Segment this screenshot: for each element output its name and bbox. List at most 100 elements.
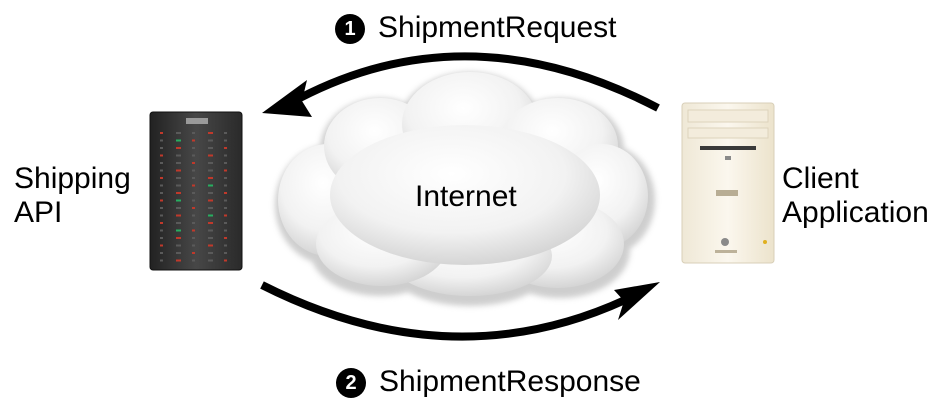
server-led xyxy=(208,184,213,187)
server-led xyxy=(192,237,195,239)
server-led xyxy=(176,169,181,172)
server-led xyxy=(192,147,195,149)
server-led xyxy=(160,214,163,217)
server-led xyxy=(176,162,181,164)
server-led xyxy=(176,229,181,232)
server-led xyxy=(224,154,227,157)
server-led xyxy=(176,207,181,209)
server-led xyxy=(176,132,181,134)
server-led xyxy=(224,244,227,247)
server-led xyxy=(224,199,227,202)
server-led xyxy=(224,214,227,217)
server-led xyxy=(224,207,227,209)
server-led xyxy=(224,252,227,254)
server-led xyxy=(192,214,195,217)
server-led xyxy=(160,169,163,172)
server-led xyxy=(192,184,195,187)
server-led xyxy=(224,132,227,134)
server-led xyxy=(160,147,163,149)
server-led xyxy=(224,229,227,232)
server-led xyxy=(224,177,227,179)
server-led xyxy=(176,184,181,187)
server-led xyxy=(160,139,163,142)
server-led xyxy=(192,222,195,224)
server-led xyxy=(192,192,195,194)
server-led xyxy=(208,192,213,194)
server-led xyxy=(208,222,213,224)
server-led xyxy=(192,154,195,157)
internet-label: Internet xyxy=(415,180,517,213)
server-led xyxy=(160,192,163,194)
server-led xyxy=(176,244,181,247)
server-led xyxy=(192,162,195,164)
server-led xyxy=(208,162,213,164)
request-arrow xyxy=(262,52,660,117)
server-led xyxy=(192,229,195,232)
server-led xyxy=(208,169,213,172)
shipment-request-label: ShipmentRequest xyxy=(378,11,617,44)
server-led xyxy=(224,192,227,194)
server-led xyxy=(176,237,181,239)
step-1-badge: 1 xyxy=(335,14,365,44)
server-led xyxy=(160,252,163,254)
server-led xyxy=(176,147,181,149)
server-led xyxy=(160,207,163,209)
server-led xyxy=(176,222,181,224)
server-led xyxy=(176,214,181,217)
server-led xyxy=(224,162,227,164)
server-led xyxy=(208,177,213,179)
client-application-label-line1: Client xyxy=(782,162,859,195)
server-led xyxy=(160,162,163,164)
server-led xyxy=(176,139,181,142)
server-led xyxy=(208,259,213,262)
shipping-api-label-line1: Shipping xyxy=(14,162,131,195)
server-led xyxy=(160,237,163,239)
server-led xyxy=(208,237,213,239)
server-led xyxy=(208,132,213,134)
server-led xyxy=(208,214,213,217)
server-led xyxy=(192,244,195,247)
server-led xyxy=(160,259,163,262)
server-led xyxy=(176,259,181,262)
server-led xyxy=(224,237,227,239)
server-led xyxy=(160,154,163,157)
server-led xyxy=(224,169,227,172)
server-led xyxy=(160,199,163,202)
server-led xyxy=(192,259,195,262)
server-led xyxy=(192,207,195,209)
server-led xyxy=(192,177,195,179)
server-led xyxy=(208,207,213,209)
server-led xyxy=(192,199,195,202)
server-led xyxy=(160,229,163,232)
server-led xyxy=(176,154,181,157)
server-led xyxy=(160,222,163,224)
server-led xyxy=(208,252,213,254)
server-led xyxy=(208,199,213,202)
server-led xyxy=(192,169,195,172)
server-led xyxy=(208,244,213,247)
server-led xyxy=(208,154,213,157)
server-led xyxy=(192,252,195,254)
server-led xyxy=(160,132,163,134)
shipment-response-label: ShipmentResponse xyxy=(379,365,641,398)
server-led xyxy=(224,147,227,149)
server-led xyxy=(208,139,213,142)
server-led xyxy=(224,259,227,262)
client-application-label-line2: Application xyxy=(782,196,929,229)
server-led xyxy=(160,177,163,179)
shipping-api-label-line2: API xyxy=(14,196,63,229)
response-arrow xyxy=(260,281,660,341)
server-led xyxy=(160,244,163,247)
step-2-badge: 2 xyxy=(336,368,366,398)
server-led xyxy=(176,192,181,194)
server-led xyxy=(176,199,181,202)
client-computer-icon xyxy=(681,102,775,264)
server-led xyxy=(192,139,195,142)
server-rack-icon xyxy=(149,111,243,271)
server-led xyxy=(224,139,227,142)
server-led xyxy=(224,222,227,224)
server-led xyxy=(208,147,213,149)
server-led xyxy=(160,184,163,187)
